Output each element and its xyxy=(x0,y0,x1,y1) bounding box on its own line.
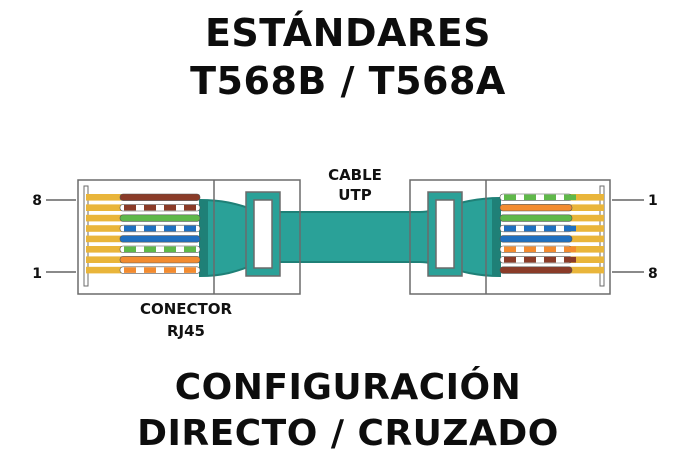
title-estandares: ESTÁNDARES xyxy=(204,11,492,55)
cable-shadow-right xyxy=(492,198,500,276)
pin-contact xyxy=(86,194,122,201)
wire-orange-white xyxy=(119,266,201,274)
wire-blue xyxy=(499,235,573,243)
wire-stripe xyxy=(504,194,516,201)
wire-stripe xyxy=(544,225,556,232)
pin-contact xyxy=(86,266,122,274)
wire-blue-white xyxy=(119,224,201,233)
wire-stripe xyxy=(544,194,556,201)
left-connector-outline xyxy=(77,179,301,295)
right-pin-bottom-label: 8 xyxy=(648,266,658,282)
wire-stripe xyxy=(144,267,156,273)
wire-brown xyxy=(499,266,573,274)
wire-stripe xyxy=(164,267,176,273)
connector-label-line1: CONECTOR xyxy=(140,300,233,318)
title-configuracion: CONFIGURACIÓN xyxy=(174,367,522,408)
wire-stripe xyxy=(504,225,516,232)
pin-contact xyxy=(86,214,122,222)
wire-stripe xyxy=(564,246,576,253)
wire-stripe xyxy=(184,204,196,211)
wire-orange xyxy=(499,204,573,212)
title-configuration-types: DIRECTO / CRUZADO xyxy=(137,413,559,454)
wire-stripe xyxy=(124,267,136,273)
pin-contact xyxy=(570,194,604,201)
wire-stripe xyxy=(524,194,536,201)
wire-stripe xyxy=(184,225,196,232)
pin-contact xyxy=(570,204,604,211)
wire-stripe xyxy=(524,246,536,253)
pin-contact xyxy=(570,214,604,222)
pin-contact xyxy=(570,256,604,263)
wire-stripe xyxy=(144,246,156,253)
wire-stripe xyxy=(564,194,576,201)
wire-stripe xyxy=(544,256,556,263)
wire-stripe xyxy=(164,225,176,232)
cable-label-line2: UTP xyxy=(338,186,371,204)
cable-shadow-left xyxy=(200,200,208,276)
wire-stripe xyxy=(524,225,536,232)
wire-green-white xyxy=(119,245,201,253)
wire-stripe xyxy=(184,267,196,273)
wire-stripe xyxy=(524,256,536,263)
right-connector-outline xyxy=(409,179,611,295)
right-wires-group xyxy=(499,193,604,274)
wire-stripe xyxy=(544,246,556,253)
wire-stripe xyxy=(124,204,136,211)
left-boot-clip-inner xyxy=(253,199,273,269)
pin-contact xyxy=(86,246,122,253)
wire-stripe xyxy=(124,225,136,232)
pin-contact xyxy=(86,256,122,263)
wire-stripe xyxy=(144,225,156,232)
connector-label-line2: RJ45 xyxy=(167,322,205,340)
wire-brown-white xyxy=(119,204,201,212)
left-pin-bottom-label: 1 xyxy=(32,266,42,282)
right-boot-clip-inner xyxy=(435,199,455,269)
title-standards-names: T568B / T568A xyxy=(190,59,506,103)
left-wires-group xyxy=(86,193,201,274)
cable-label-line1: CABLE xyxy=(328,166,382,184)
pin-contact xyxy=(570,235,604,243)
wire-stripe xyxy=(564,225,576,232)
left-pin-top-label: 8 xyxy=(32,193,42,209)
wire-stripe xyxy=(564,256,576,263)
wire-green xyxy=(119,214,201,222)
left-rj45-connector xyxy=(77,179,301,295)
right-pin-top-label: 1 xyxy=(648,193,658,209)
pin-contact xyxy=(86,225,122,232)
wire-brown xyxy=(119,193,201,201)
wire-stripe xyxy=(184,246,196,253)
wire-stripe xyxy=(124,246,136,253)
pin-contact xyxy=(570,225,604,232)
pin-contact xyxy=(86,235,122,243)
pin-contact xyxy=(570,246,604,253)
pin-contact xyxy=(86,204,122,211)
wire-stripe xyxy=(144,204,156,211)
wire-green xyxy=(499,214,573,222)
wire-stripe xyxy=(504,256,516,263)
wire-stripe xyxy=(504,246,516,253)
pin-contact xyxy=(570,266,604,274)
right-rj45-connector xyxy=(409,179,611,295)
wire-stripe xyxy=(164,246,176,253)
wire-stripe xyxy=(164,204,176,211)
wire-blue xyxy=(119,235,201,243)
wire-orange xyxy=(119,256,201,264)
